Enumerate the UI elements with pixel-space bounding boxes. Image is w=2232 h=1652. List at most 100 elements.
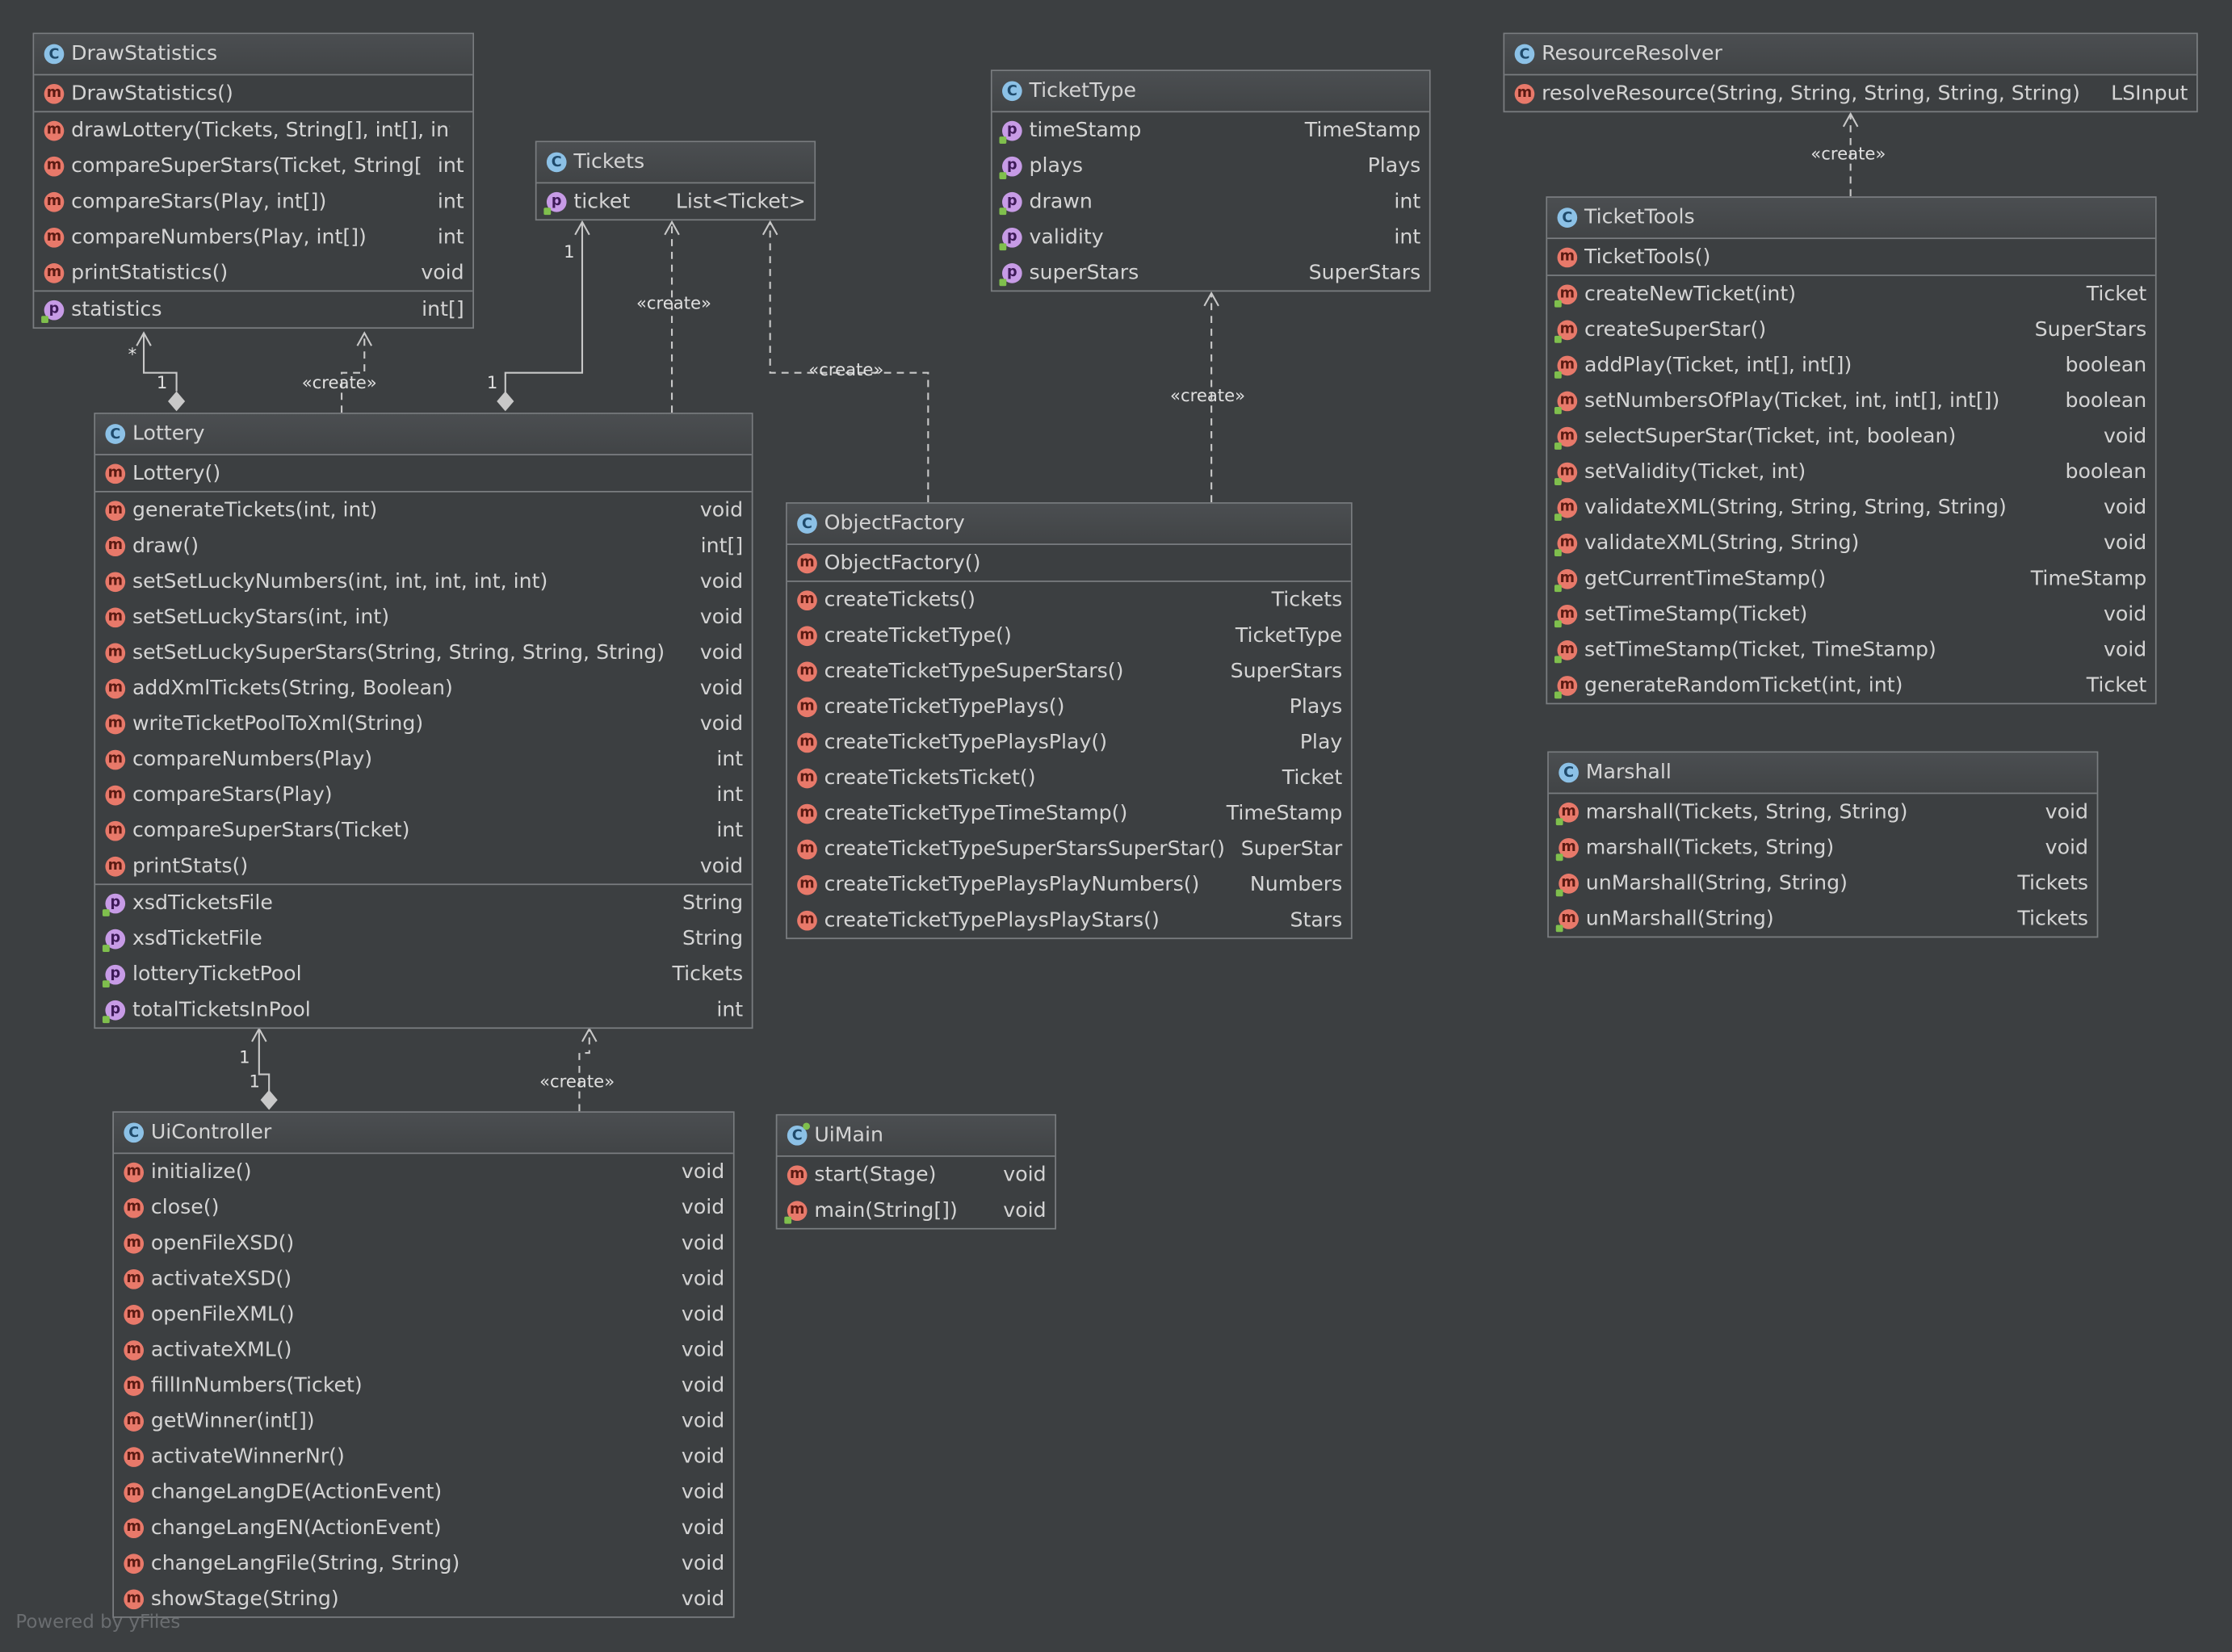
member-type: int (437, 190, 464, 213)
member-type: TimeStamp (1226, 802, 1343, 825)
method-icon: m (797, 696, 817, 717)
method-icon: m (105, 500, 126, 521)
member-type: SuperStars (1230, 659, 1343, 683)
edge-lottery-create-drawstatistics (341, 333, 366, 413)
member-name: close() (150, 1196, 220, 1219)
